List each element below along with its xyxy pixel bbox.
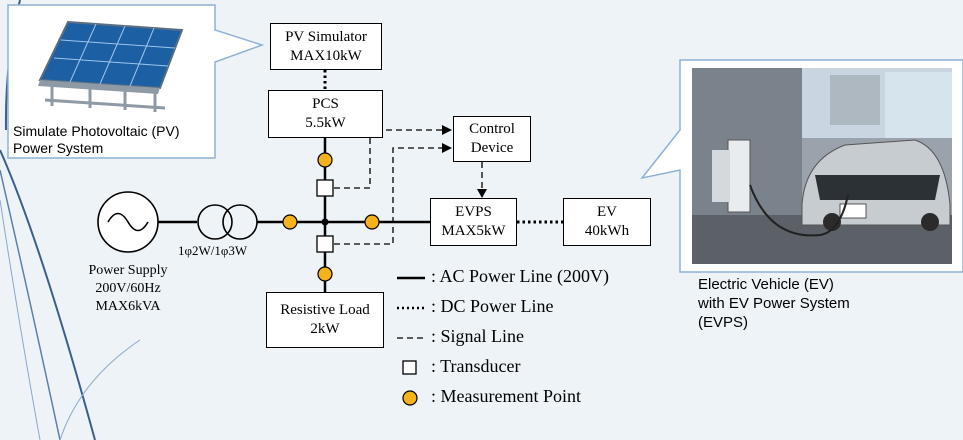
control-device-line1: Control <box>454 120 530 139</box>
resistive-load-name: Resistive Load <box>267 301 383 320</box>
legend-measurement-point: : Measurement Point <box>431 386 581 407</box>
measurement-points <box>283 153 379 281</box>
legend-signal-line: : Signal Line <box>431 326 524 347</box>
power-supply-voltage: 200V/60Hz <box>72 280 184 298</box>
legend-symbols <box>397 278 425 405</box>
ev-callout-text: Electric Vehicle (EV) with EV Power Syst… <box>698 275 928 332</box>
transducer-icon <box>317 236 333 252</box>
transformer-label: 1φ2W/1φ3W <box>178 243 247 259</box>
measurement-point-icon <box>283 215 297 229</box>
evps-rating: MAX5kW <box>431 222 516 241</box>
evps-block: EVPS MAX5kW <box>430 198 517 246</box>
pv-callout-line2: Power System <box>13 140 218 157</box>
measurement-point-icon <box>318 267 332 281</box>
junction-dot <box>322 219 329 226</box>
pv-callout-text: Simulate Photovoltaic (PV) Power System <box>13 123 218 157</box>
power-supply-label: Power Supply 200V/60Hz MAX6kVA <box>72 262 184 316</box>
ac-source-icon <box>98 192 158 252</box>
ev-callout-line1: Electric Vehicle (EV) <box>698 275 928 294</box>
evps-name: EVPS <box>431 203 516 222</box>
ev-name: EV <box>564 203 650 222</box>
ev-block: EV 40kWh <box>563 198 651 246</box>
pcs-name: PCS <box>269 95 382 114</box>
measurement-point-icon <box>365 215 379 229</box>
circle-icon <box>403 391 417 405</box>
pcs-rating: 5.5kW <box>269 114 382 133</box>
power-supply-capacity: MAX6kVA <box>72 298 184 316</box>
resistive-load-block: Resistive Load 2kW <box>266 292 384 348</box>
resistive-load-rating: 2kW <box>267 320 383 339</box>
square-icon <box>403 361 416 374</box>
transducer-icon <box>317 180 333 196</box>
legend-ac-line: : AC Power Line (200V) <box>431 266 609 287</box>
control-device-block: Control Device <box>453 116 531 162</box>
pv-callout-line1: Simulate Photovoltaic (PV) <box>13 123 218 140</box>
pv-simulator-rating: MAX10kW <box>271 47 381 66</box>
power-supply-name: Power Supply <box>72 262 184 280</box>
ev-callout-line3: (EVPS) <box>698 313 928 332</box>
ev-capacity: 40kWh <box>564 222 650 241</box>
pv-simulator-block: PV Simulator MAX10kW <box>270 23 382 70</box>
measurement-point-icon <box>318 153 332 167</box>
transformer-icon <box>198 205 257 239</box>
pv-simulator-name: PV Simulator <box>271 28 381 47</box>
legend-dc-line: : DC Power Line <box>431 296 553 317</box>
control-device-line2: Device <box>454 139 530 158</box>
ev-callout-line2: with EV Power System <box>698 294 928 313</box>
legend-transducer: : Transducer <box>431 356 521 377</box>
ev-photo <box>692 68 952 264</box>
pcs-block: PCS 5.5kW <box>268 90 383 138</box>
